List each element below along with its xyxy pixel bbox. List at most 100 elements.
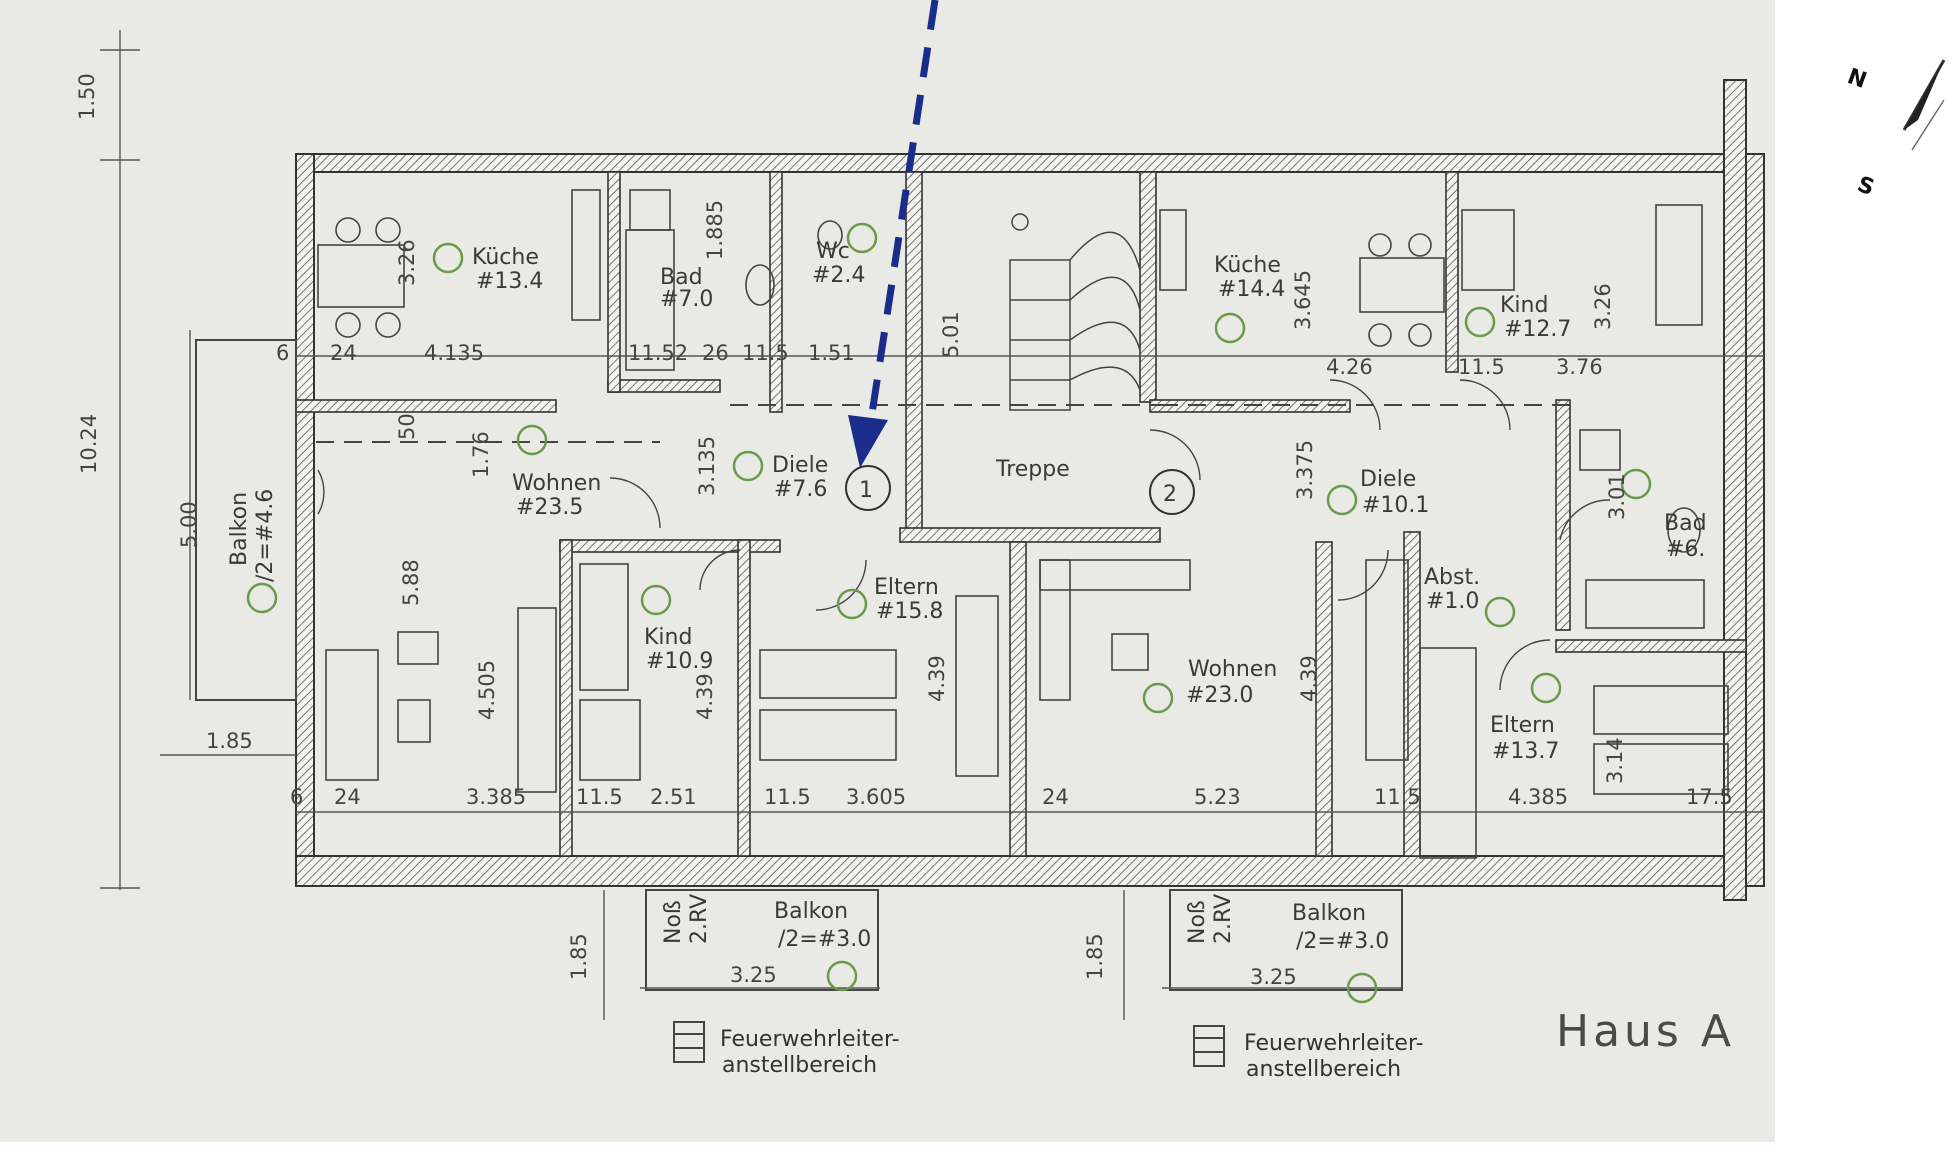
dim-v-3-26b: 3.26 [1591, 283, 1615, 330]
compass-north: N [1844, 64, 1870, 94]
interior-walls [295, 171, 1747, 857]
room-wohnen-1-area: #23.5 [516, 495, 583, 520]
room-balkon-side-area: /2=#4.6 [253, 489, 278, 582]
room-wc-1-name: Wc [816, 239, 850, 264]
unit-markers [845, 465, 1195, 515]
room-abst-2-name: Abst. [1424, 565, 1480, 590]
room-balkon-2-area: /2=#3.0 [1296, 929, 1389, 954]
room-balkon-2-name: Balkon [1292, 901, 1366, 926]
furniture [317, 189, 1729, 859]
dim-v-3-14: 3.14 [1603, 737, 1627, 784]
doors [317, 379, 1611, 691]
compass-icon [1902, 59, 1946, 151]
room-eltern-2-area: #13.7 [1492, 739, 1559, 764]
dim-v-3-01: 3.01 [1605, 473, 1629, 520]
ladder-2-line1: Feuerwehrleiter- [1244, 1031, 1424, 1056]
notbalkon-1-line1: Noß [661, 900, 686, 944]
room-wohnen-2-area: #23.0 [1186, 683, 1253, 708]
room-eltern-1-area: #15.8 [876, 599, 943, 624]
room-diele-2-area: #10.1 [1362, 493, 1429, 518]
dim-v-4-39b: 4.39 [925, 655, 949, 702]
room-wohnen-2-name: Wohnen [1188, 657, 1277, 682]
dim-row-top-7: 3.76 [1556, 355, 1603, 379]
dim-balcony-depth: 5.00 [177, 501, 201, 548]
staircase [1009, 213, 1141, 411]
room-kueche-1-area: #13.4 [476, 269, 543, 294]
stair-unit-1: 1 [859, 478, 873, 503]
dim-v-1-885: 1.885 [703, 200, 727, 260]
ladder-icon [673, 1021, 1225, 1067]
dim-row-top-1: 4.135 [424, 341, 484, 365]
building-title: Haus A [1556, 1006, 1735, 1057]
room-balkon-side-name: Balkon [227, 492, 252, 566]
notbalkon-1-line2: 2.RV [687, 894, 712, 944]
dim-wall-6-b: 6 [290, 785, 303, 809]
dim-row-top-2: 11.52 [628, 341, 688, 365]
dim-v-5-88: 5.88 [399, 559, 423, 606]
ladder-1-line1: Feuerwehrleiter- [720, 1027, 900, 1052]
notbalkon-2-line1: Noß [1185, 900, 1210, 944]
dim-wall-11-5-d: 11.5 [1374, 785, 1421, 809]
room-diele-1-name: Diele [772, 453, 828, 478]
dim-front-balcony-depth-1: 1.85 [567, 933, 591, 980]
entry-arrow [848, 0, 939, 468]
dim-wall-11-5-a: 11.5 [1458, 355, 1505, 379]
dim-balcony-width: 1.85 [206, 729, 253, 753]
dim-row-top-3: 26 [702, 341, 729, 365]
room-abst-2-area: #1.0 [1426, 589, 1479, 614]
notbalkon-2-line2: 2.RV [1211, 894, 1236, 944]
room-bad-2-area: #6. [1666, 537, 1705, 562]
dim-v-4-39c: 4.39 [1297, 655, 1321, 702]
dim-row-top-4: 11.5 [742, 341, 789, 365]
balconies [195, 339, 1403, 991]
room-balkon-1-area: /2=#3.0 [778, 927, 871, 952]
dim-row-bottom-6: 17.5 [1686, 785, 1733, 809]
dim-wall-11-5-c: 11.5 [764, 785, 811, 809]
ladder-2-line2: anstellbereich [1246, 1057, 1401, 1082]
dim-v-4-505: 4.505 [475, 660, 499, 720]
room-eltern-2-name: Eltern [1490, 713, 1555, 738]
dim-v-1-76: 1.76 [469, 431, 493, 478]
compass-south: S [1854, 172, 1877, 201]
dimension-lines [100, 30, 1764, 1020]
dim-v-3-26: 3.26 [395, 239, 419, 286]
dim-wall-24-a: 24 [330, 341, 357, 365]
dashed-lines [316, 404, 1580, 443]
dim-v-3-135: 3.135 [695, 436, 719, 496]
room-kind-1-area: #10.9 [646, 649, 713, 674]
dim-wall-6-a: 6 [276, 341, 289, 365]
dim-v-50: 50 [395, 413, 419, 440]
dim-v-3-645: 3.645 [1291, 270, 1315, 330]
outer-walls [295, 79, 1765, 901]
room-wc-1-area: #2.4 [812, 263, 865, 288]
dim-row-top-6: 4.26 [1326, 355, 1373, 379]
room-kueche-2-name: Küche [1214, 253, 1281, 278]
dim-front-balcony-depth-2: 1.85 [1083, 933, 1107, 980]
room-treppe: Treppe [995, 457, 1070, 482]
room-kind-2-area: #12.7 [1504, 317, 1571, 342]
room-diele-1-area: #7.6 [774, 477, 827, 502]
room-eltern-1-name: Eltern [874, 575, 939, 600]
room-bad-1-area: #7.0 [660, 287, 713, 312]
dim-row-bottom-5: 4.385 [1508, 785, 1568, 809]
dim-row-top-5: 1.51 [808, 341, 855, 365]
room-bad-1-name: Bad [660, 265, 703, 290]
room-kind-1-name: Kind [644, 625, 692, 650]
dim-front-balcony-width-2: 3.25 [1250, 965, 1297, 989]
dim-top-offset: 1.50 [75, 73, 99, 120]
ladder-1-line2: anstellbereich [722, 1053, 877, 1078]
dim-v-3-375: 3.375 [1293, 440, 1317, 500]
dim-row-bottom-4: 5.23 [1194, 785, 1241, 809]
room-kueche-1-name: Küche [472, 245, 539, 270]
dim-v-4-39a: 4.39 [693, 673, 717, 720]
dim-wall-24-c: 24 [1042, 785, 1069, 809]
room-diele-2-name: Diele [1360, 467, 1416, 492]
room-balkon-1-name: Balkon [774, 899, 848, 924]
room-wohnen-1-name: Wohnen [512, 471, 601, 496]
room-kind-2-name: Kind [1500, 293, 1548, 318]
dim-v-5-01: 5.01 [939, 311, 963, 358]
dim-total-depth: 10.24 [77, 414, 101, 474]
dim-front-balcony-width-1: 3.25 [730, 963, 777, 987]
room-kueche-2-area: #14.4 [1218, 277, 1285, 302]
